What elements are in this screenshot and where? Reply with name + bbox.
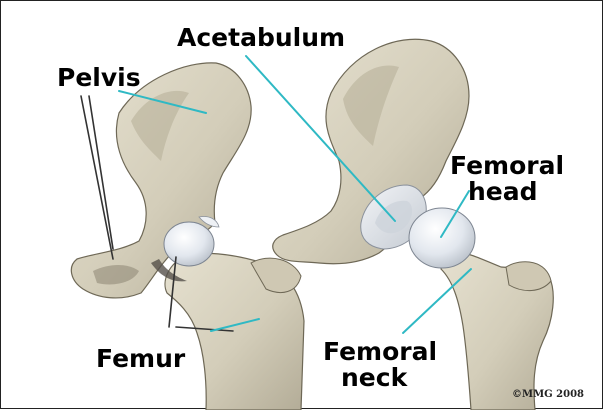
pelvis-leader-left: [81, 96, 113, 259]
label-femoral-head-line1: Femoral: [450, 153, 564, 179]
label-femoral-head: Femoral head: [450, 153, 564, 206]
label-acetabulum: Acetabulum: [177, 25, 345, 51]
right-greater-trochanter: [506, 262, 551, 291]
label-femoral-head-line2: head: [450, 179, 564, 205]
label-femur: Femur: [96, 346, 185, 372]
label-femoral-neck: Femoral neck: [323, 339, 437, 392]
label-femoral-neck-line1: Femoral: [323, 339, 437, 365]
label-femoral-neck-line2: neck: [323, 365, 437, 391]
right-femoral-head: [409, 208, 475, 268]
label-pelvis: Pelvis: [57, 65, 141, 91]
copyright-text: ©MMG 2008: [512, 389, 584, 400]
pelvis-leader-right: [89, 96, 113, 249]
left-femoral-head: [164, 222, 214, 266]
